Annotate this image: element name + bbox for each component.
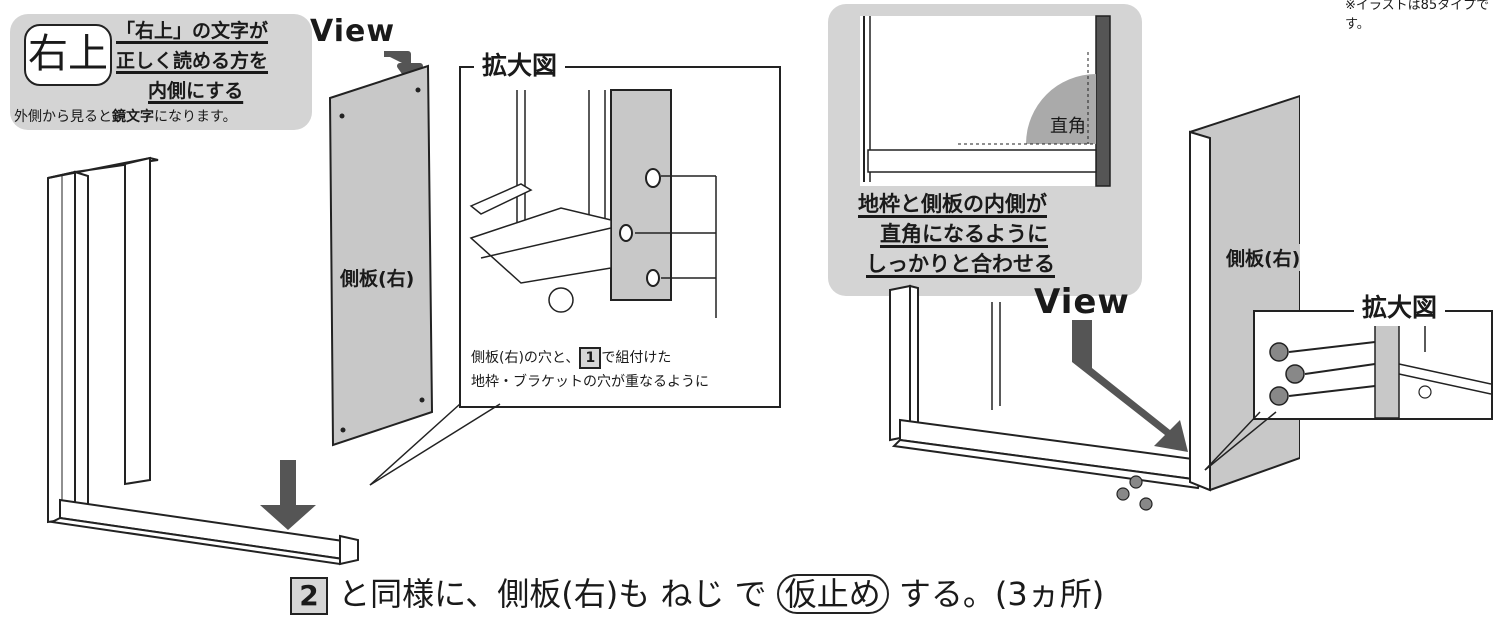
screws-detail-drawing [1269, 312, 1491, 418]
callout-line-1: 「右上」の文字が [116, 20, 269, 42]
mirror-text-note: 外側から見ると鏡文字になります。 [14, 106, 237, 126]
right-angle-drawing [860, 15, 1111, 187]
instruction-line: 2 と同様に、側板(右)も ねじ で 仮止め する。(3ヵ所) [290, 572, 1104, 616]
right-angle-callout: 直角 地枠と側板の内側が 直角になるように しっかりと合わせる [828, 4, 1142, 296]
right-angle-label: 直角 [1050, 116, 1086, 137]
right-callout-line-3: しっかりと合わせる [866, 252, 1055, 276]
callout-line-2: 正しく読める方を [116, 50, 269, 72]
right-callout-line-1: 地枠と側板の内側が [858, 192, 1047, 216]
temporary-fix-badge: 仮止め [776, 574, 889, 614]
zoom-caption-text-a: 側板(右)の穴と、 [471, 350, 580, 366]
zoom-label-right: 拡大図 [1354, 290, 1446, 326]
callout-line-3: 内側にする [148, 80, 244, 102]
right-callout-line-2: 直角になるように [880, 222, 1048, 246]
mirror-note-bold: 鏡文字 [112, 109, 154, 125]
step-1-box: 1 [579, 347, 602, 369]
inner-side-callout: 右上 「右上」の文字が 正しく読める方を 内側にする 外側から見ると鏡文字になり… [10, 14, 312, 130]
mirror-note-suffix: になります。 [154, 109, 237, 125]
zoom-detail-drawing [469, 89, 717, 318]
side-panel-label-left: 側板(右) [340, 262, 415, 293]
instruction-text-a: と同様に、側板(右)も ねじ で [338, 575, 767, 613]
zoom-caption-text-b: で組付けた [601, 350, 672, 366]
zoom-label-left: 拡大図 [474, 48, 566, 84]
zoom-caption-line-2: 地枠・ブラケットの穴が重なるように [471, 374, 709, 390]
view-label-left: View [310, 14, 396, 49]
instruction-text-b: する。(3ヵ所) [898, 575, 1105, 613]
illustration-note: ※イラストは85タイプです。 [1345, 0, 1490, 32]
mirror-note-prefix: 外側から見ると [14, 109, 112, 125]
step-2-box: 2 [290, 577, 328, 615]
zoom-pointer-right [1204, 411, 1277, 471]
frame-illustration-left [47, 64, 434, 566]
stamp-icon: 右上 [24, 24, 112, 86]
zoom-pointer-left [369, 403, 501, 486]
zoom-box-right [1253, 310, 1493, 420]
stamp-text: 右上 [28, 31, 108, 77]
side-panel-label-right: 側板(右) [1226, 244, 1301, 271]
view-label-right: View [1034, 282, 1130, 322]
